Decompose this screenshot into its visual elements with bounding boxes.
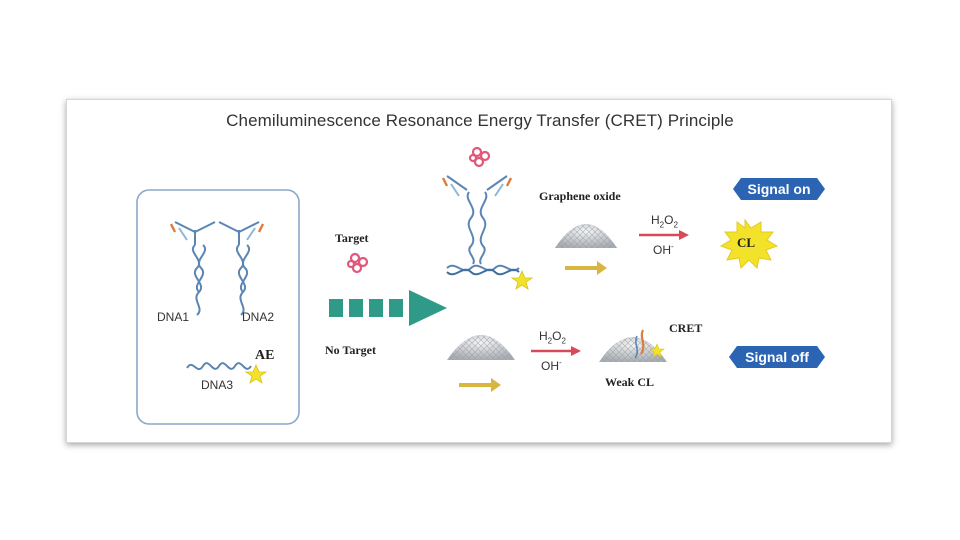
graphene-oxide-dome-cret-icon bbox=[599, 329, 667, 362]
figure-title: Chemiluminescence Resonance Energy Trans… bbox=[226, 111, 734, 130]
oh-upper: OH- bbox=[653, 242, 674, 257]
dna3-icon bbox=[186, 362, 268, 384]
target-label: Target bbox=[335, 231, 369, 245]
reaction-arrow-upper bbox=[639, 230, 689, 240]
cret-label: CRET bbox=[669, 321, 703, 335]
signal-on-badge: Signal on bbox=[733, 178, 825, 200]
reaction-arrow-lower bbox=[531, 346, 581, 356]
graphene-oxide-dome-no-target-icon bbox=[447, 335, 515, 392]
cret-figure-card: Chemiluminescence Resonance Energy Trans… bbox=[66, 99, 892, 443]
oh-lower: OH- bbox=[541, 358, 562, 373]
ae-label: AE bbox=[255, 348, 275, 363]
signal-off-text: Signal off bbox=[745, 349, 809, 365]
graphene-oxide-label: Graphene oxide bbox=[539, 189, 621, 203]
signal-on-text: Signal on bbox=[747, 181, 811, 197]
weak-cl-label: Weak CL bbox=[605, 375, 655, 389]
process-arrow bbox=[329, 290, 447, 326]
cl-burst-icon bbox=[719, 218, 779, 270]
dna1-label: DNA1 bbox=[157, 310, 190, 324]
dna2-icon bbox=[218, 221, 265, 316]
cl-label: CL bbox=[737, 235, 756, 250]
target-molecule-icon bbox=[346, 252, 369, 274]
ae-star-icon bbox=[244, 363, 268, 384]
probe-panel bbox=[136, 189, 300, 425]
dna1-icon bbox=[169, 221, 216, 316]
signal-off-badge: Signal off bbox=[729, 346, 825, 368]
no-target-label: No Target bbox=[325, 343, 376, 357]
dna2-label: DNA2 bbox=[242, 310, 275, 324]
graphene-oxide-dome-icon bbox=[555, 224, 617, 275]
h2o2-upper: H2O2 bbox=[651, 213, 678, 230]
target-complex-icon bbox=[441, 146, 534, 290]
diagram-graphics bbox=[136, 146, 779, 425]
dna3-label: DNA3 bbox=[201, 378, 234, 392]
h2o2-lower: H2O2 bbox=[539, 329, 566, 346]
